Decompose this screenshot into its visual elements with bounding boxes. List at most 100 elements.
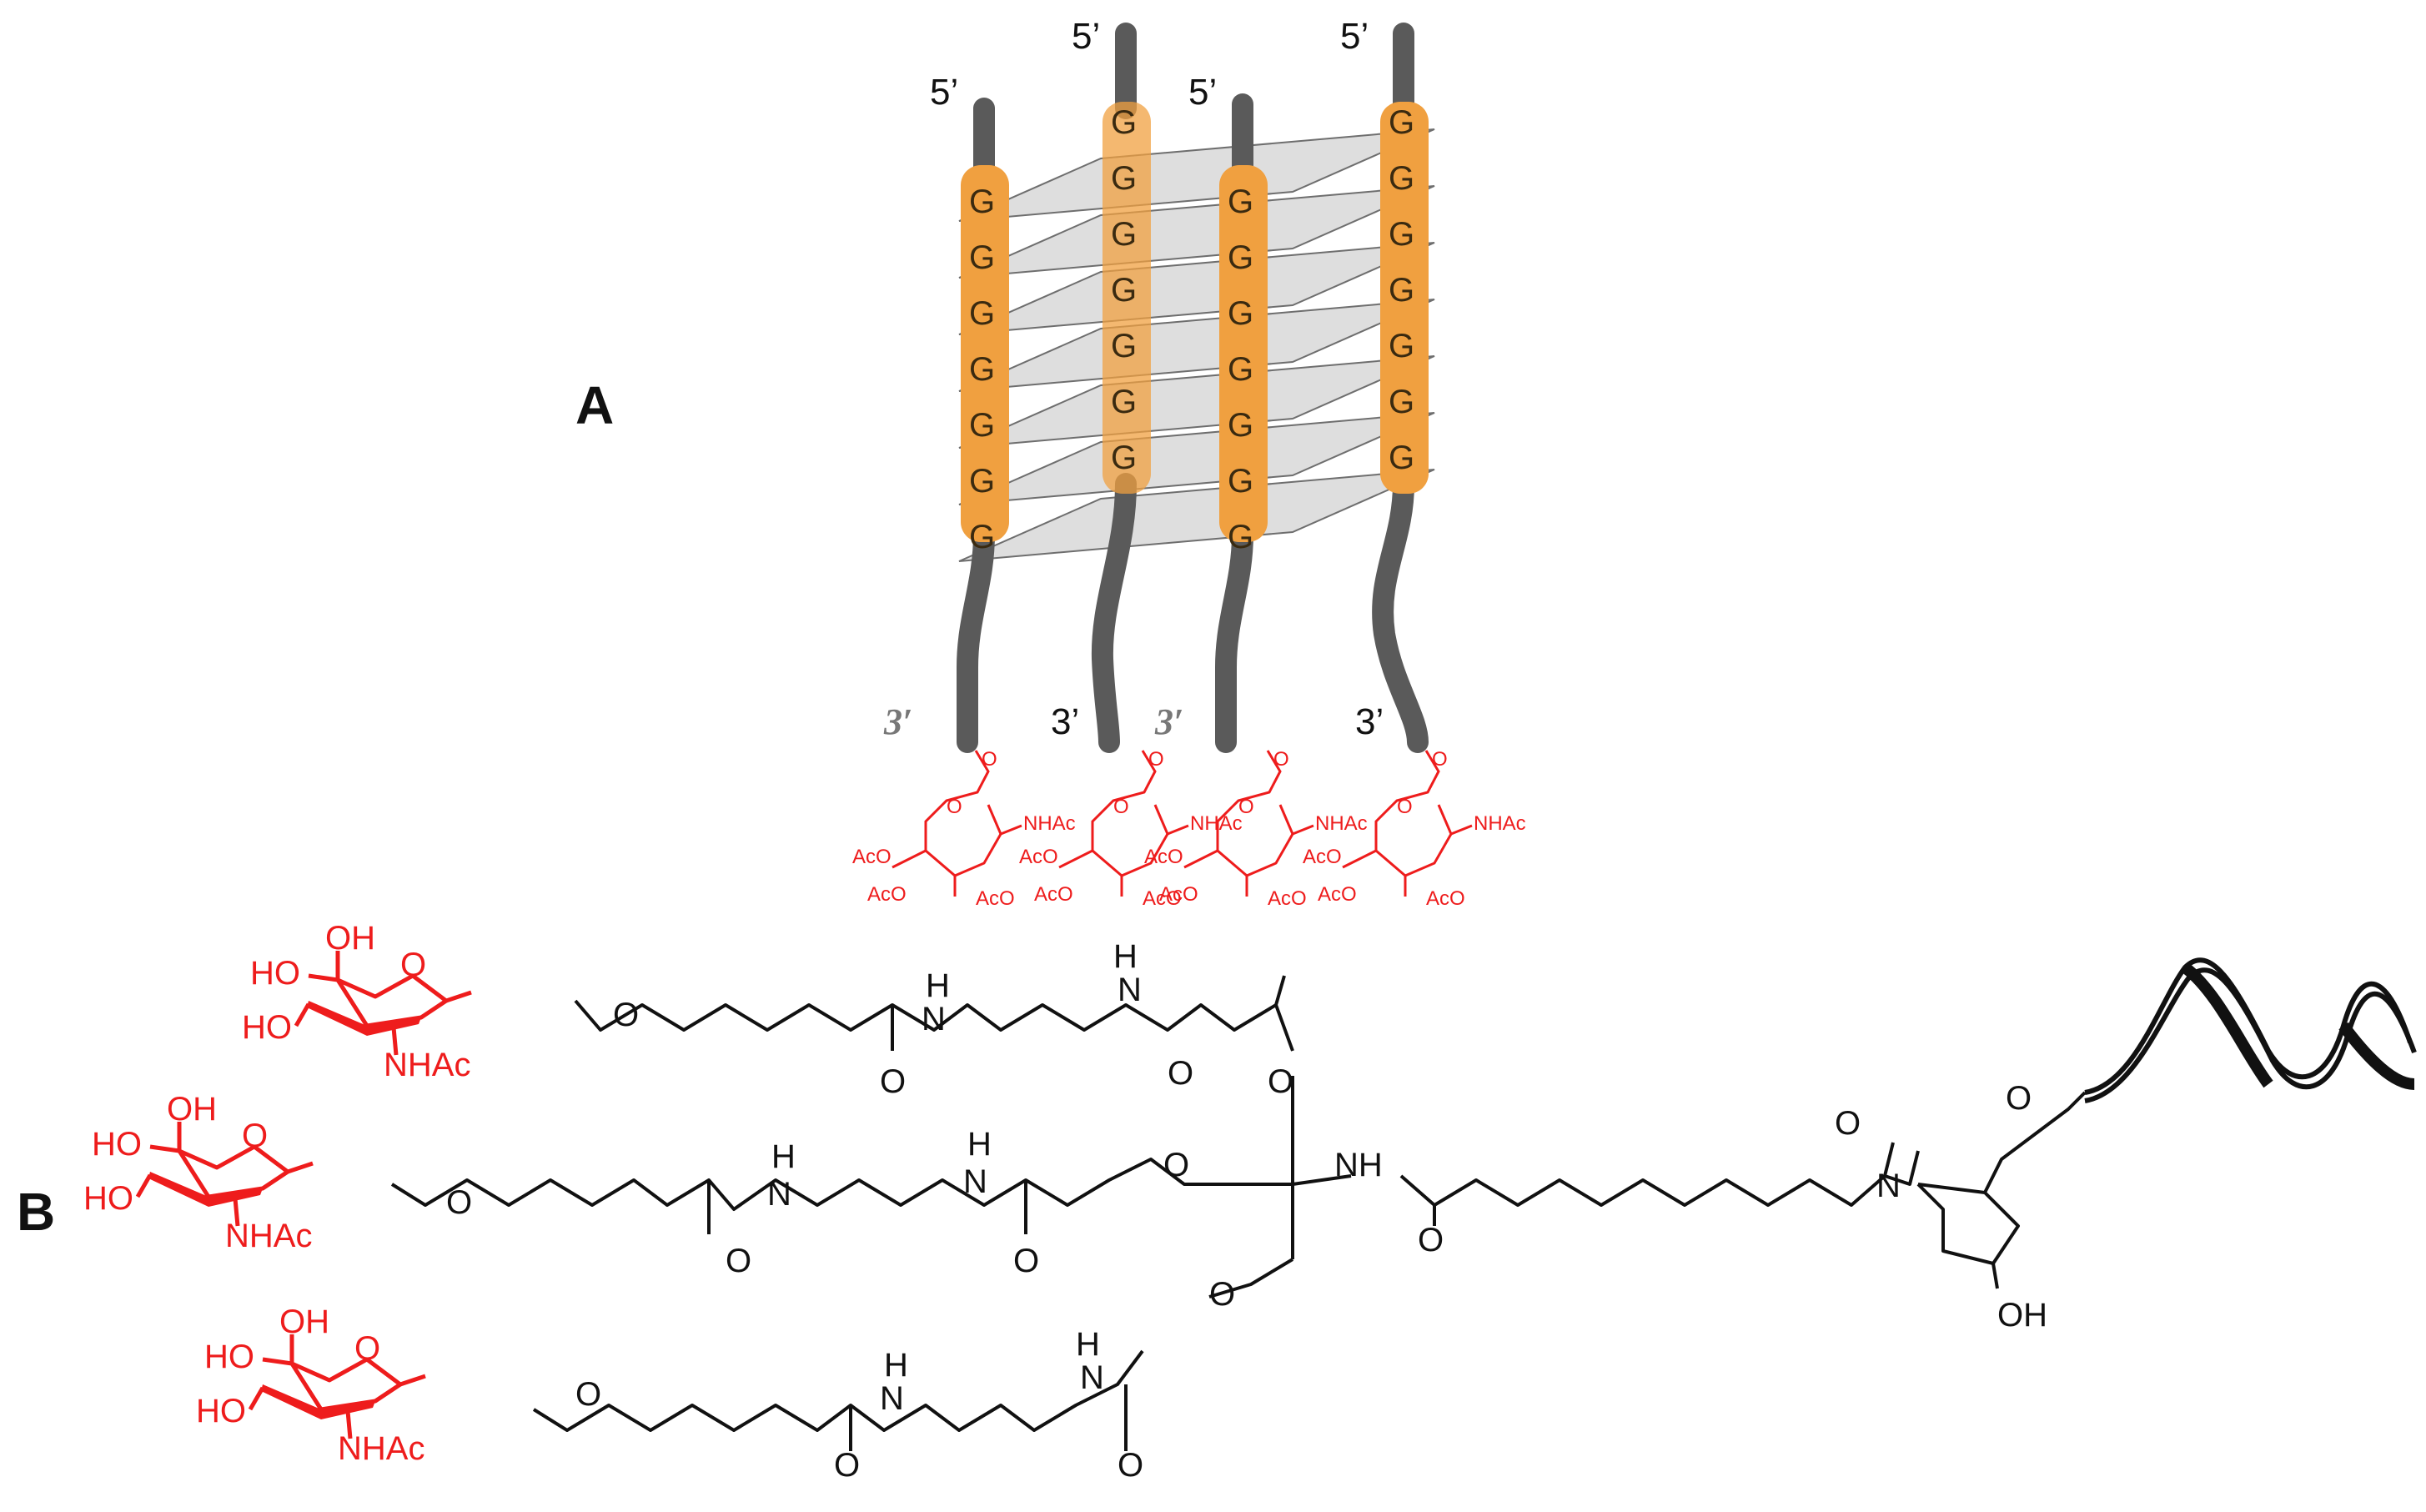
guanine-g4: G: [1389, 160, 1414, 197]
svg-text:AcO: AcO: [1019, 846, 1058, 868]
prolinol-oh: OH: [1997, 1297, 2047, 1334]
g-tetrad-planes: [958, 128, 1435, 562]
svg-text:AcO: AcO: [1143, 887, 1182, 910]
guanine-g4: G: [1389, 104, 1414, 141]
guanine-g2: G: [1111, 160, 1137, 197]
linker-n: N: [767, 1176, 791, 1213]
linker-n: N: [922, 1001, 946, 1037]
linker-n: N: [880, 1380, 904, 1417]
svg-text:NHAc: NHAc: [1474, 812, 1526, 835]
tetrad-plane: [958, 185, 1435, 279]
strand-4-3prime: 3’: [1355, 701, 1384, 742]
guanine-g3: G: [1228, 295, 1253, 332]
linker-n: N: [1080, 1359, 1104, 1396]
guanine-g1: G: [969, 295, 995, 332]
svg-text:O: O: [1238, 796, 1254, 818]
strand-3: [1214, 93, 1253, 753]
guanine-g4: G: [1389, 328, 1414, 364]
core-o: O: [1418, 1222, 1444, 1258]
svg-text:O: O: [947, 796, 962, 818]
strand-2: [1091, 23, 1137, 753]
svg-text:AcO: AcO: [1303, 846, 1342, 868]
guanine-g2: G: [1111, 104, 1137, 141]
guanine-g2: G: [1111, 272, 1137, 309]
svg-text:OH: OH: [325, 920, 375, 957]
svg-text:HO: HO: [250, 955, 300, 992]
guanine-column-1: [961, 165, 1009, 542]
tetrad-plane: [958, 128, 1435, 222]
guanine-g1: G: [969, 239, 995, 276]
strand-4-5prime: 5’: [1340, 16, 1369, 57]
linker-o: O: [575, 1376, 601, 1413]
prolinol-o: O: [1835, 1105, 1861, 1142]
svg-text:OH: OH: [167, 1091, 217, 1128]
svg-text:AcO: AcO: [1159, 883, 1198, 906]
linker-o: O: [834, 1447, 860, 1484]
linker-o: O: [1209, 1276, 1235, 1313]
oligonucleotide-ribbon: [2084, 957, 2417, 1103]
svg-text:HO: HO: [242, 1009, 292, 1046]
svg-text:O: O: [1148, 748, 1164, 771]
prolinol-o: O: [2006, 1080, 2032, 1117]
linker-h: H: [967, 1126, 992, 1163]
linker-o: O: [1013, 1243, 1039, 1279]
svg-text:O: O: [354, 1330, 380, 1367]
linker-o: O: [1118, 1447, 1143, 1484]
linker-bonds: [390, 975, 2087, 1451]
svg-text:O: O: [1397, 796, 1413, 818]
guanine-g3: G: [1228, 239, 1253, 276]
linker-h: H: [771, 1138, 796, 1175]
tetrad-plane: [958, 299, 1435, 392]
linker-h: H: [926, 967, 950, 1004]
strand-1: [956, 98, 995, 753]
strand-2-3prime: 3’: [1051, 701, 1079, 742]
svg-text:O: O: [242, 1118, 268, 1154]
guanine-g1: G: [969, 463, 995, 500]
svg-text:HO: HO: [92, 1126, 142, 1163]
guanine-g3: G: [1228, 519, 1253, 555]
svg-text:AcO: AcO: [1318, 883, 1357, 906]
guanine-g4: G: [1389, 384, 1414, 420]
guanine-g3: G: [1228, 351, 1253, 388]
svg-text:O: O: [1113, 796, 1129, 818]
guanine-g4: G: [1389, 272, 1414, 309]
guanine-g2: G: [1111, 216, 1137, 253]
guanine-column-3: [1219, 165, 1268, 542]
guanine-column-4: [1380, 102, 1429, 494]
linker-o: O: [1268, 1063, 1293, 1100]
svg-text:HO: HO: [83, 1180, 133, 1217]
guanine-g2: G: [1111, 328, 1137, 364]
linker-h: H: [1113, 938, 1138, 975]
guanine-g1: G: [969, 183, 995, 220]
guanine-g1: G: [969, 407, 995, 444]
svg-text:O: O: [982, 748, 997, 771]
linker-h: H: [884, 1347, 908, 1384]
svg-text:OH: OH: [279, 1304, 329, 1340]
svg-text:NHAc: NHAc: [1023, 812, 1076, 835]
panel-b-label: B: [17, 1182, 55, 1242]
guanine-g3: G: [1228, 463, 1253, 500]
linker-o: O: [1163, 1147, 1189, 1183]
guanine-g1: G: [969, 519, 995, 555]
svg-text:AcO: AcO: [976, 887, 1015, 910]
guanine-g1: G: [969, 351, 995, 388]
linker-o: O: [880, 1063, 906, 1100]
svg-text:O: O: [1273, 748, 1289, 771]
core-nh: NH: [1334, 1147, 1383, 1183]
guanine-g2: G: [1111, 384, 1137, 420]
guanine-g3: G: [1228, 183, 1253, 220]
strand-1-3prime: 3′: [883, 701, 912, 742]
strand-4: [1372, 23, 1429, 753]
svg-text:AcO: AcO: [1034, 883, 1073, 906]
svg-text:NHAc: NHAc: [384, 1047, 470, 1083]
